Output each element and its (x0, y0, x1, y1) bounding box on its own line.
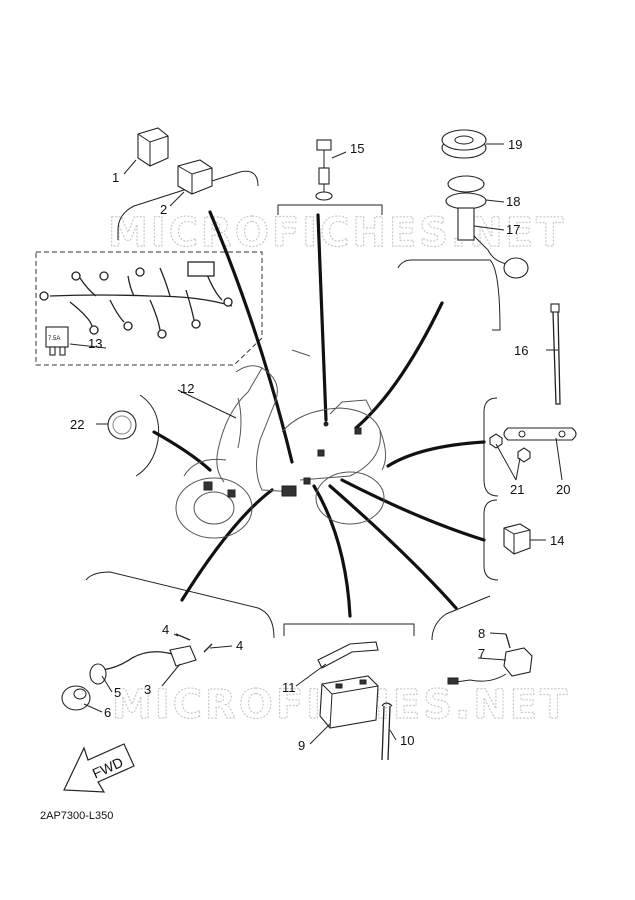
part-battery-9 (319, 675, 379, 729)
part-regulator-7 (447, 647, 533, 685)
callout-18: 18 (506, 194, 520, 209)
part-ignition-coil-3 (89, 645, 197, 685)
fuse-label: 7.5A (48, 336, 60, 342)
part-ring-18 (445, 175, 487, 210)
callout-21: 21 (510, 482, 524, 497)
group-frames (85, 170, 501, 641)
part-harness-12 (39, 261, 233, 339)
callout-1: 1 (112, 170, 119, 185)
callout-16: 16 (514, 343, 528, 358)
callout-20: 20 (556, 482, 570, 497)
scooter-outline (175, 349, 386, 539)
callout-7: 7 (478, 646, 485, 661)
callout-4-right: 4 (236, 638, 243, 653)
callout-15: 15 (350, 141, 364, 156)
callout-5: 5 (114, 685, 121, 700)
callout-12: 12 (180, 381, 194, 396)
harness-markers (203, 421, 362, 498)
callout-10: 10 (400, 733, 414, 748)
callout-2: 2 (160, 202, 167, 217)
harness-leaders (152, 210, 486, 618)
callout-3: 3 (144, 682, 151, 697)
part-pipe-10 (381, 702, 393, 761)
callout-17: 17 (506, 222, 520, 237)
diagram-code: 2AP7300-L350 (40, 810, 113, 822)
harness-box (35, 251, 263, 366)
part-fuse-13: 7.5A (45, 326, 69, 356)
part-plug-cap-6 (61, 685, 91, 711)
part-relay-1 (137, 127, 169, 167)
callout-4-left: 4 (162, 622, 169, 637)
watermark-top: MICROFICHES.NET (108, 210, 566, 256)
callout-13: 13 (88, 336, 102, 351)
callouts: 1 2 3 4 4 5 6 7 8 9 10 11 12 13 14 15 16… (70, 137, 570, 753)
callout-6: 6 (104, 705, 111, 720)
part-bolt-4 (175, 633, 213, 653)
leader-lines (69, 143, 563, 745)
part-relay-2 (177, 159, 213, 195)
callout-22: 22 (70, 417, 84, 432)
callout-14: 14 (550, 533, 564, 548)
fwd-arrow: FWD (63, 743, 135, 793)
part-sender-17 (457, 207, 529, 279)
part-bracket-20 (503, 427, 577, 441)
part-nut-21 (489, 433, 531, 463)
part-reflector-22 (107, 410, 137, 440)
callout-11: 11 (282, 680, 296, 695)
part-cable-tie-16 (550, 303, 561, 405)
callout-8: 8 (478, 626, 485, 641)
part-grommet-19 (441, 129, 487, 159)
part-band-11 (317, 641, 379, 669)
part-bolt-8 (505, 633, 511, 649)
part-relay-14 (503, 523, 531, 555)
part-sensor-15 (315, 139, 333, 201)
callout-9: 9 (298, 738, 305, 753)
callout-19: 19 (508, 137, 522, 152)
